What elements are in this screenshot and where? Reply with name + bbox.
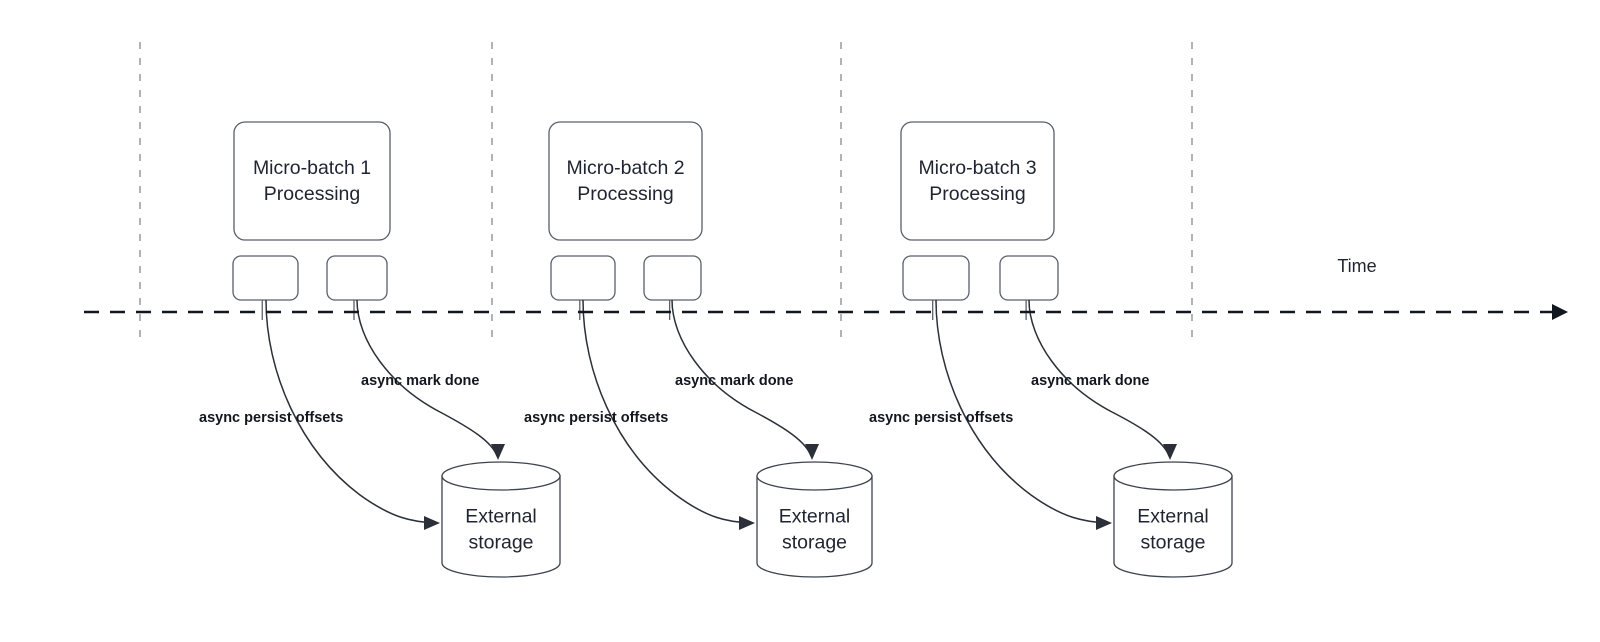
edge-label-async-mark-done: async mark done: [1031, 373, 1149, 389]
micro-batch-label-line1: Micro-batch 2: [566, 157, 684, 179]
arrowhead-async-persist-offsets: [739, 516, 755, 530]
micro-batch-group-3: Micro-batch 3 Processing async persist off…: [869, 121, 1233, 578]
storage-cylinder-top: [1113, 461, 1233, 491]
edge-async-mark-done: [356, 299, 498, 457]
arrowhead-async-mark-done: [805, 444, 819, 460]
storage-label-line1: External: [779, 506, 851, 528]
micro-batch-label-line2: Processing: [577, 183, 673, 205]
micro-batch-box[interactable]: [233, 121, 391, 241]
storage-label-line2: storage: [1140, 532, 1205, 554]
edge-label-async-persist-offsets: async persist offsets: [869, 410, 1013, 426]
micro-batch-group-2: Micro-batch 2 Processing async persist off…: [524, 121, 873, 578]
storage-cylinder-body[interactable]: [441, 475, 561, 578]
boundary-tick-lines: [139, 42, 1193, 345]
task-box-persist[interactable]: [550, 255, 616, 301]
arrowhead-async-mark-done: [491, 444, 505, 460]
storage-label-line2: storage: [468, 532, 533, 554]
storage-label-line1: External: [1137, 506, 1209, 528]
micro-batch-label-line2: Processing: [929, 183, 1025, 205]
time-axis: Time: [84, 256, 1568, 320]
edge-async-persist-offsets: [935, 299, 1109, 524]
task-box-persist[interactable]: [232, 255, 299, 301]
task-box-persist[interactable]: [902, 255, 970, 301]
edge-label-async-persist-offsets: async persist offsets: [199, 410, 343, 426]
micro-batch-group-1: Micro-batch 1 Processing async persist off…: [199, 121, 561, 578]
storage-label-line2: storage: [782, 532, 847, 554]
edge-label-async-persist-offsets: async persist offsets: [524, 410, 668, 426]
edge-async-mark-done: [1028, 299, 1170, 457]
time-axis-arrowhead: [1552, 304, 1568, 320]
storage-label-line1: External: [465, 506, 537, 528]
storage-cylinder-body[interactable]: [756, 475, 873, 578]
task-box-mark[interactable]: [643, 255, 702, 301]
task-box-mark[interactable]: [999, 255, 1059, 301]
arrowhead-async-mark-done: [1163, 444, 1177, 460]
storage-cylinder-top: [756, 461, 873, 491]
micro-batch-box[interactable]: [900, 121, 1055, 241]
micro-batch-label-line1: Micro-batch 3: [918, 157, 1036, 179]
edge-async-persist-offsets: [582, 299, 752, 524]
storage-cylinder-top: [441, 461, 561, 491]
edge-label-async-mark-done: async mark done: [361, 373, 479, 389]
edge-label-async-mark-done: async mark done: [675, 373, 793, 389]
task-box-mark[interactable]: [326, 255, 388, 301]
micro-batch-label-line1: Micro-batch 1: [253, 157, 371, 179]
arrowhead-async-persist-offsets: [424, 516, 440, 530]
time-axis-label: Time: [1337, 256, 1376, 276]
task-box-stems: [261, 300, 1027, 320]
edge-async-persist-offsets: [265, 299, 437, 524]
storage-cylinder-body[interactable]: [1113, 475, 1233, 578]
edge-async-mark-done: [671, 299, 812, 457]
arrowhead-async-persist-offsets: [1096, 516, 1112, 530]
micro-batch-label-line2: Processing: [264, 183, 360, 205]
micro-batch-box[interactable]: [548, 121, 703, 241]
